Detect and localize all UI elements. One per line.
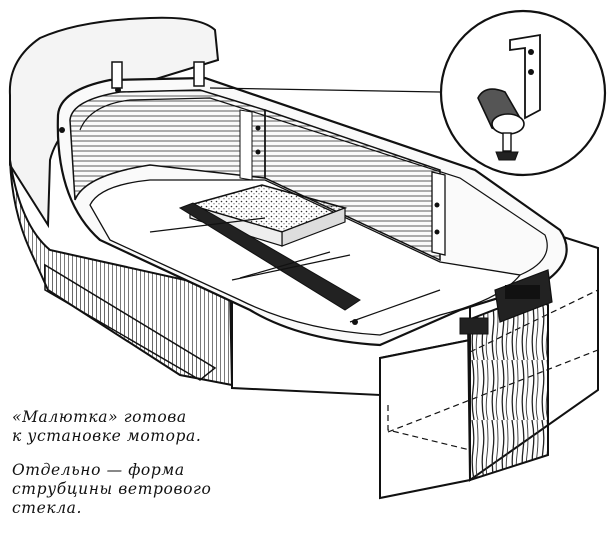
caption-line: Отдельно — форма — [12, 461, 185, 479]
side-inner-wall — [264, 108, 441, 262]
caption-line: стекла. — [12, 499, 83, 517]
caption-line: струбцины ветрового — [12, 480, 212, 498]
front-post — [431, 171, 446, 256]
stern-box — [379, 338, 471, 500]
keel-skid — [44, 263, 217, 381]
caption-ready: «Малютка» готова к установке мотора. — [12, 408, 201, 446]
clamp-detail-inset — [209, 9, 607, 177]
caption-detail: Отдельно — форма струбцины ветрового сте… — [12, 461, 211, 518]
transom-board — [459, 269, 553, 482]
caption-line: к установке мотора. — [12, 427, 202, 445]
caption-line: «Малютка» готова — [12, 408, 187, 426]
cockpit — [56, 61, 568, 347]
mid-post — [239, 109, 253, 181]
seat-strap — [178, 202, 361, 311]
